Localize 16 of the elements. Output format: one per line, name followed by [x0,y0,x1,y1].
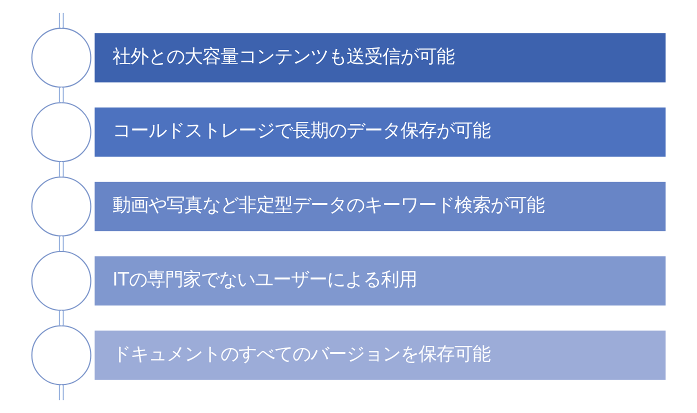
node-circle [31,325,92,386]
node-circle [31,102,92,162]
node-box: 動画や写真など非定型データのキーワード検索が可能 [94,182,666,232]
connector [58,384,64,401]
connector [58,161,64,178]
connector [58,236,64,252]
node-circle [31,28,92,88]
node-circle [31,250,92,311]
node-box: ITの専門家でないユーザーによる利用 [94,256,666,306]
connector [58,310,64,326]
node-box: 社外との大容量コンテンツも送受信が可能 [94,33,666,82]
connector [58,12,64,28]
node-box: ドキュメントのすべてのバージョンを保存可能 [94,330,666,380]
node-box: コールドストレージで長期のデータ保存が可能 [94,107,666,157]
connector [58,86,64,103]
node-circle [31,176,92,237]
